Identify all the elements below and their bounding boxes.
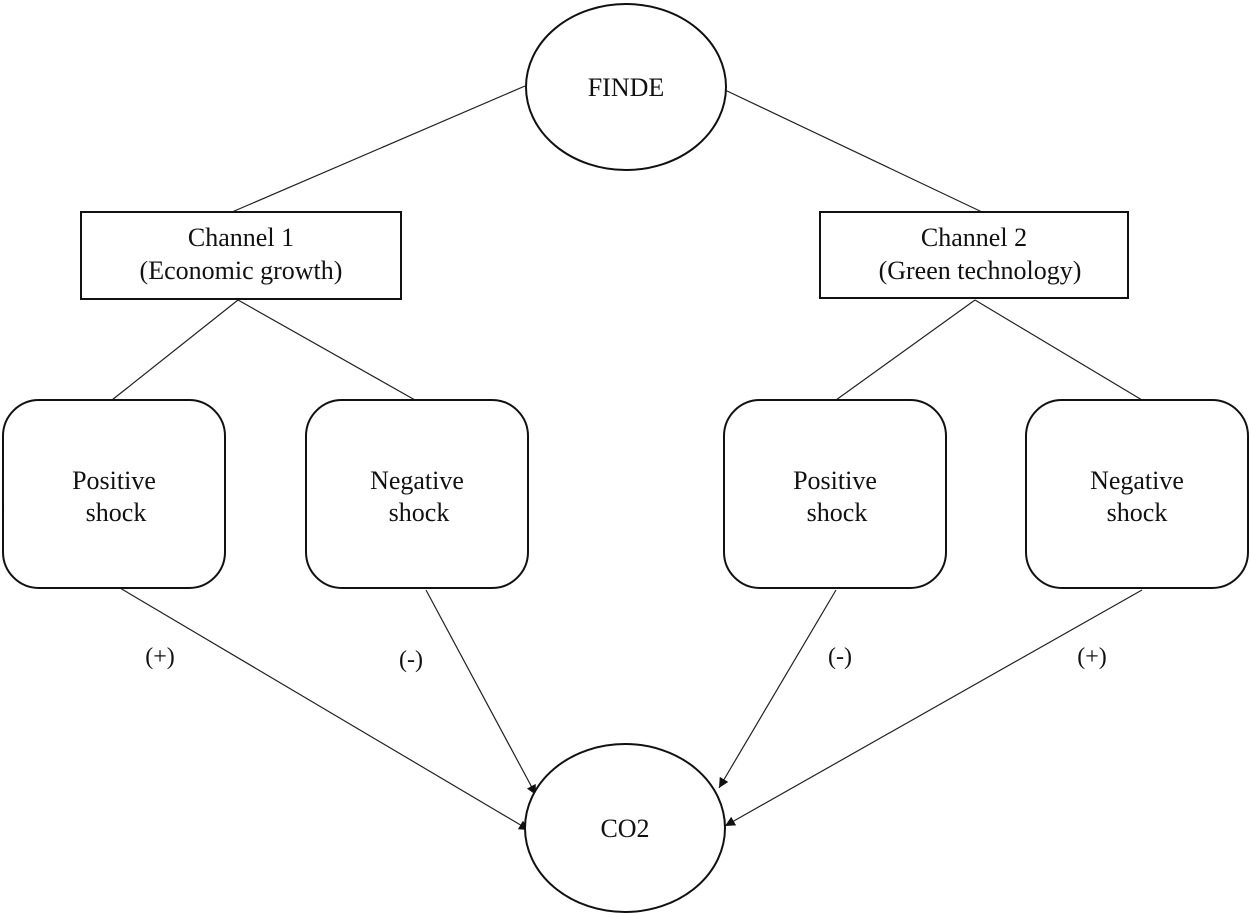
arrow-ch1-negative-to-co2 — [425, 589, 537, 796]
arrow-ch2-positive-to-co2 — [718, 589, 837, 789]
arrow-ch1-positive-to-co2 — [119, 587, 530, 831]
ch2-positive-shock-line2: shock — [807, 498, 868, 527]
sign-ch1-positive: (+) — [145, 644, 175, 670]
ch1-negative-shock-line1: Negative — [370, 466, 464, 495]
channel-2-subtitle: (Green technology) — [879, 256, 1082, 285]
ch2-negative-shock-box: Negative shock — [1025, 399, 1249, 589]
ch1-negative-shock-line2: shock — [389, 498, 450, 527]
edge-finde-to-channel-2 — [724, 89, 983, 213]
finde-label: FINDE — [588, 73, 665, 102]
edge-channel-1-to-positive-shock — [111, 299, 239, 401]
sign-ch2-negative: (+) — [1077, 644, 1107, 670]
sign-ch2-positive: (-) — [828, 644, 852, 670]
channel-2-box: Channel 2 (Green technology) — [819, 211, 1129, 299]
channel-1-title: Channel 1 — [188, 223, 294, 252]
edge-channel-2-to-negative-shock — [974, 299, 1143, 401]
ch1-positive-shock-line1: Positive — [72, 466, 156, 495]
arrow-ch2-negative-to-co2 — [724, 589, 1143, 827]
ch2-positive-shock-line1: Positive — [793, 466, 877, 495]
ch2-negative-shock-line1: Negative — [1090, 466, 1184, 495]
co2-label: CO2 — [600, 814, 649, 843]
ch1-negative-shock-box: Negative shock — [305, 399, 529, 589]
channel-1-box: Channel 1 (Economic growth) — [80, 211, 402, 300]
channel-2-title: Channel 2 — [921, 223, 1027, 252]
ch2-negative-shock-line2: shock — [1107, 498, 1168, 527]
ch1-positive-shock-box: Positive shock — [2, 399, 226, 589]
channel-1-subtitle: (Economic growth) — [140, 256, 343, 285]
co2-node: CO2 — [524, 743, 726, 913]
ch2-positive-shock-box: Positive shock — [723, 399, 947, 589]
ch1-positive-shock-line2: shock — [86, 498, 147, 527]
edge-channel-2-to-positive-shock — [835, 299, 976, 401]
edge-channel-1-to-negative-shock — [237, 299, 416, 401]
finde-node: FINDE — [525, 3, 727, 171]
edge-finde-to-channel-1 — [231, 85, 526, 213]
sign-ch1-negative: (-) — [399, 647, 423, 673]
